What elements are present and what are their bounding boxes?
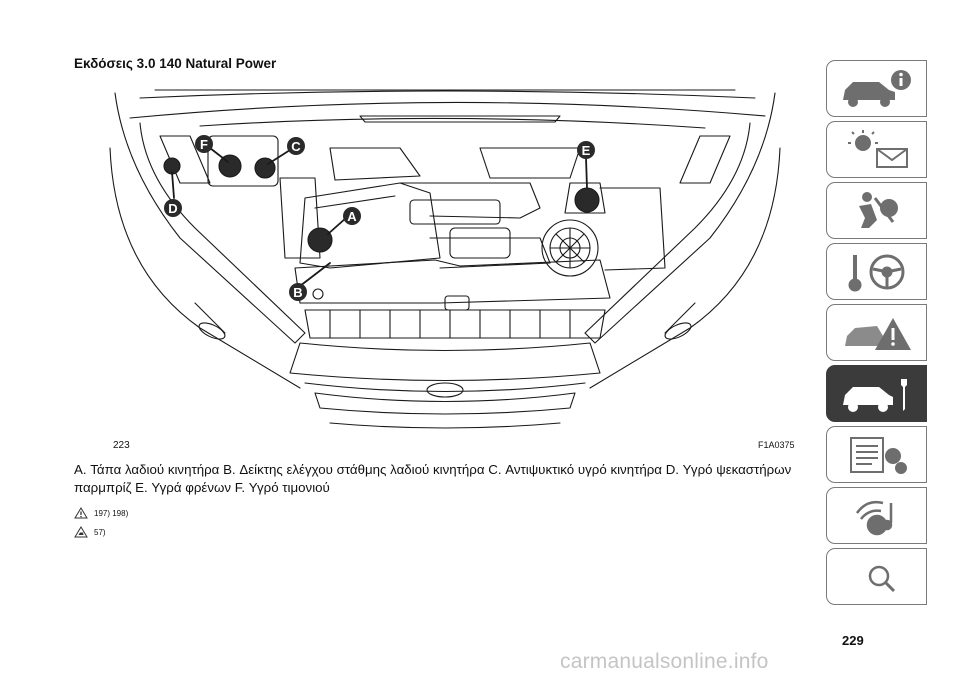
front-bumper-icon: [289, 342, 601, 429]
tab-index[interactable]: [826, 548, 927, 605]
tab-getting-to-know[interactable]: [826, 60, 927, 117]
figure-caption: A. Τάπα λαδιού κινητήρα B. Δείκτης ελέγχ…: [74, 462, 792, 495]
vehicle-body-icon: [109, 92, 781, 389]
callout-a: A: [347, 209, 357, 224]
info-hand-icon: [74, 526, 88, 538]
multimedia-icon: [855, 500, 892, 535]
engine-bay-figure: F C D E A B: [100, 88, 790, 433]
index-icon: [868, 565, 895, 592]
radiator-crossmember-icon: [294, 259, 611, 339]
hood-outline-icon: [129, 89, 766, 129]
warning-note: 197) 198): [74, 507, 128, 519]
safety-airbag-icon: [858, 191, 898, 228]
tab-maintenance[interactable]: [826, 365, 927, 422]
warning-lights-messages-icon: [847, 129, 908, 168]
tab-safety[interactable]: [826, 182, 927, 239]
technical-data-icon: [849, 436, 907, 474]
section-title: Εκδόσεις 3.0 140 Natural Power: [74, 56, 277, 71]
tab-starting-driving[interactable]: [826, 243, 927, 300]
chapter-sidebar: [826, 60, 927, 609]
emergency-icon: [844, 317, 911, 350]
tab-warning-lights[interactable]: [826, 121, 927, 178]
watermark-text: carmanualsonline.info: [560, 650, 769, 673]
car-info-icon: [842, 69, 911, 107]
figure-code: F1A0375: [758, 440, 795, 450]
engine-block-icon: [279, 147, 666, 277]
page-number: 229: [842, 633, 864, 648]
warning-triangle-icon: [74, 507, 88, 519]
callout-f: F: [200, 137, 208, 152]
callout-d: D: [168, 201, 177, 216]
maintenance-car-icon: [842, 378, 907, 412]
callout-b: B: [293, 285, 302, 300]
tab-multimedia[interactable]: [826, 487, 927, 544]
callout-e: E: [582, 143, 591, 158]
starting-driving-icon: [848, 254, 904, 291]
info-note: 57): [74, 526, 106, 538]
tab-technical-data[interactable]: [826, 426, 927, 483]
callout-c: C: [291, 139, 301, 154]
figure-number: 223: [113, 440, 130, 451]
fluid-reservoirs-icon: [163, 135, 606, 300]
info-note-refs: 57): [94, 527, 106, 537]
tab-emergency[interactable]: [826, 304, 927, 361]
warning-note-refs: 197) 198): [94, 508, 129, 518]
